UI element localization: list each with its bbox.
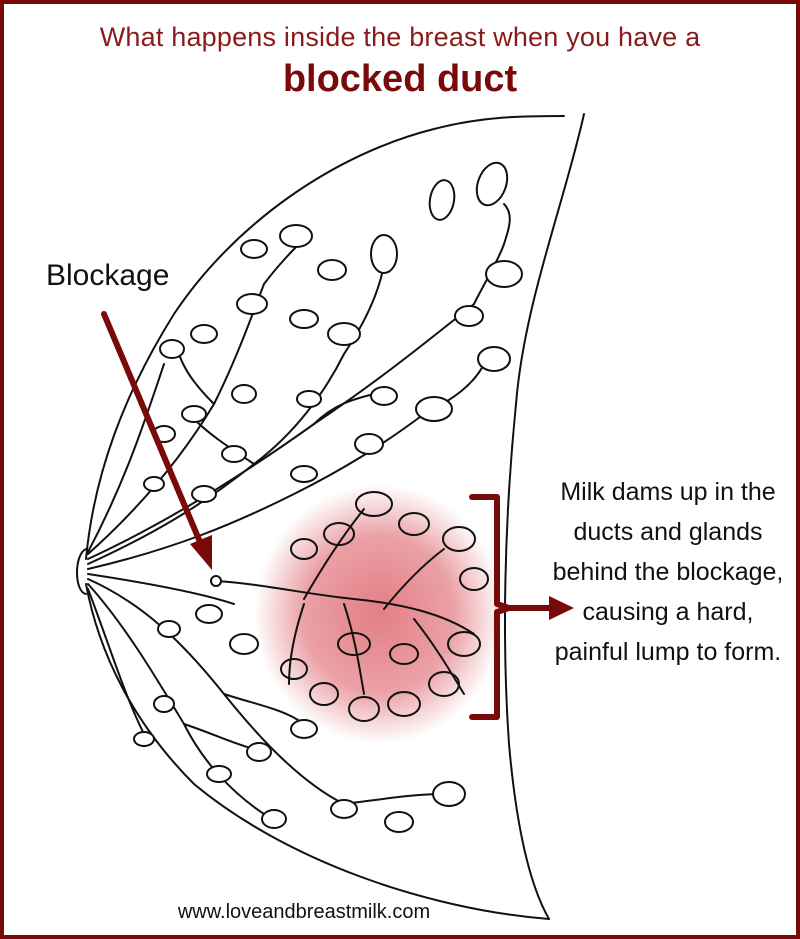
blockage-point (210, 575, 222, 587)
website-url: www.loveandbreastmilk.com (177, 901, 431, 923)
breast-outline-upper (85, 115, 565, 560)
blocked-glands (280, 491, 489, 722)
nipple (76, 548, 87, 595)
bracket-arrow (509, 596, 574, 620)
lower-glands (133, 604, 466, 833)
blockage-label: Blockage (46, 259, 170, 292)
title-line-2: blocked duct (282, 58, 518, 100)
breast-diagram (76, 113, 585, 920)
chest-wall (503, 113, 585, 920)
upper-glands (143, 161, 523, 503)
blockage-arrow (101, 311, 212, 570)
breast-outline-lower (85, 583, 550, 920)
title-line-1: What happens inside the breast when you … (99, 22, 701, 52)
milk-dams-label: Milk dams up in the ducts and glands beh… (552, 478, 784, 666)
